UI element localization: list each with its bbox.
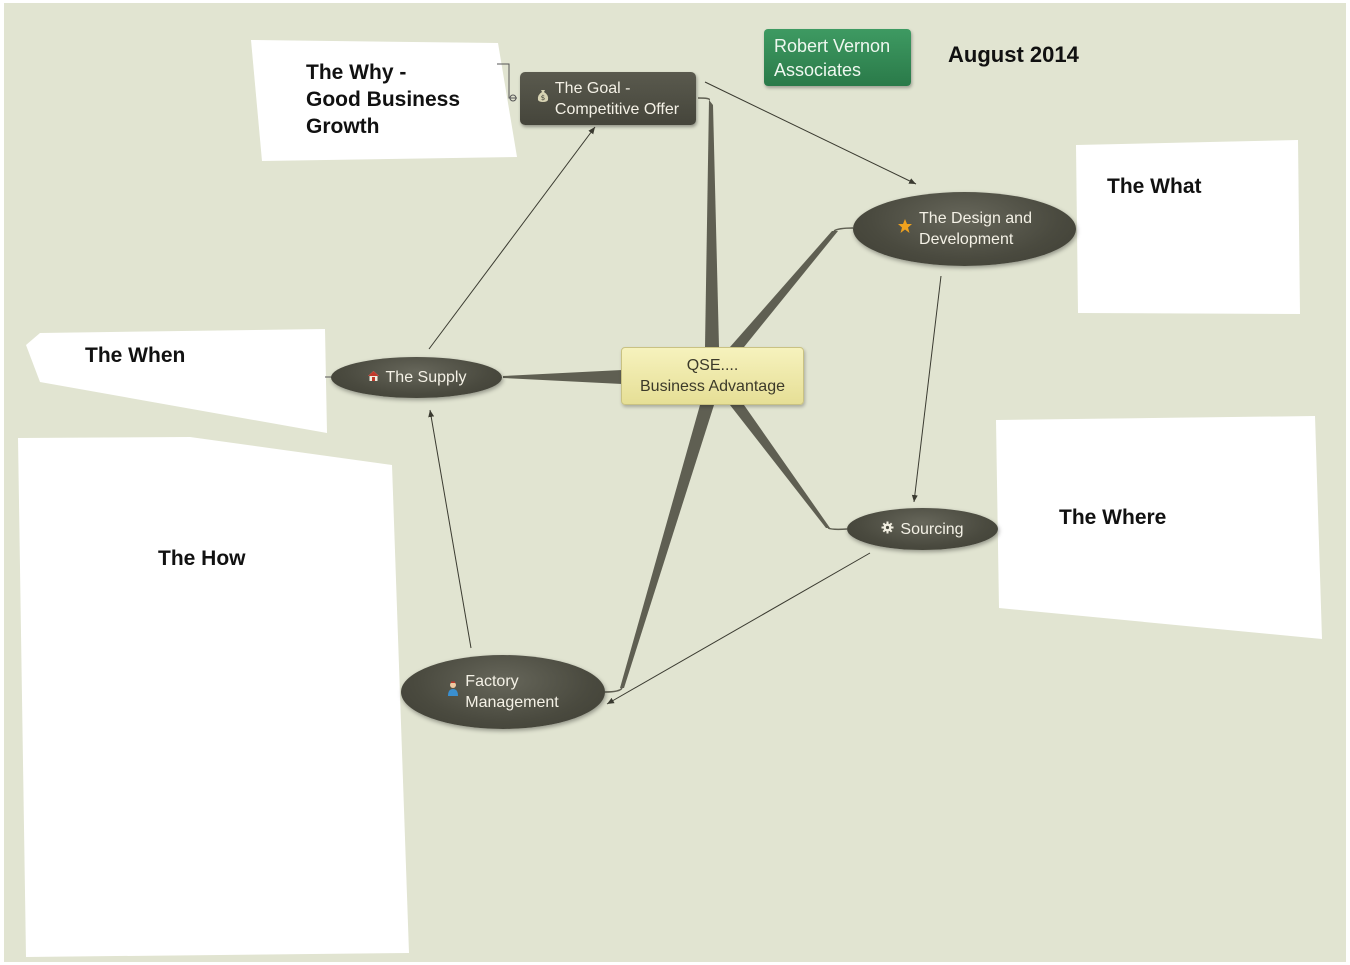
- topic-goal[interactable]: $ The Goal - Competitive Offer: [520, 72, 696, 125]
- date-label: August 2014: [948, 42, 1079, 67]
- spoke-sourcing: [730, 405, 830, 528]
- note-what-text: The What: [1107, 175, 1202, 198]
- gear-icon: [881, 519, 894, 540]
- topic-supply[interactable]: The Supply: [331, 357, 502, 398]
- spoke-goal: [705, 100, 719, 347]
- topic-factory-label: Factory Management: [465, 673, 559, 711]
- topic-goal-label: The Goal - Competitive Offer: [554, 79, 680, 118]
- arrow-factory-to-supply: [428, 409, 472, 649]
- arrow-sourcing-to-factory: [606, 552, 871, 705]
- arrow-goal-to-design: [704, 81, 917, 185]
- house-icon: [367, 367, 380, 388]
- topic-supply-label: The Supply: [385, 369, 467, 386]
- note-why-shape[interactable]: [251, 40, 517, 161]
- note-how-text: The How: [158, 547, 246, 570]
- goal-note-bracket: [497, 63, 517, 99]
- note-what-shape[interactable]: [1076, 140, 1300, 314]
- topic-design[interactable]: The Design and Development: [853, 192, 1076, 266]
- brand-label: Robert Vernon Associates: [774, 35, 891, 80]
- note-where-shape[interactable]: [996, 416, 1322, 639]
- spoke-design: [730, 231, 838, 347]
- spoke-supply: [503, 370, 622, 384]
- note-why-text: The Why - Good Business Growth: [306, 61, 461, 138]
- money-bag-icon: $: [537, 88, 549, 109]
- star-icon: [897, 218, 913, 240]
- topic-design-label: The Design and Development: [919, 210, 1032, 248]
- spoke-hook-goal: [697, 97, 711, 101]
- arrow-design-to-sourcing: [911, 275, 942, 503]
- spoke-factory: [620, 405, 714, 688]
- topic-sourcing[interactable]: Sourcing: [847, 508, 998, 550]
- note-where-text: The Where: [1059, 506, 1167, 529]
- goal-note-dot: [509, 94, 517, 102]
- person-icon: [447, 681, 459, 703]
- spoke-hook-sourcing: [827, 527, 848, 531]
- topic-sourcing-label: Sourcing: [900, 520, 964, 538]
- arrow-supply-to-goal: [428, 126, 596, 350]
- spoke-hook-design: [833, 227, 854, 232]
- topic-factory[interactable]: Factory Management: [401, 655, 605, 729]
- spoke-hook-factory: [604, 687, 623, 693]
- note-how-shape[interactable]: [18, 437, 409, 957]
- central-topic[interactable]: QSE.... Business Advantage: [621, 347, 804, 405]
- brand-badge[interactable]: Robert Vernon Associates: [764, 29, 911, 86]
- central-topic-label: QSE.... Business Advantage: [640, 357, 785, 395]
- note-when-text: The When: [85, 344, 186, 367]
- svg-text:$: $: [541, 94, 545, 102]
- note-when-shape[interactable]: [26, 329, 327, 433]
